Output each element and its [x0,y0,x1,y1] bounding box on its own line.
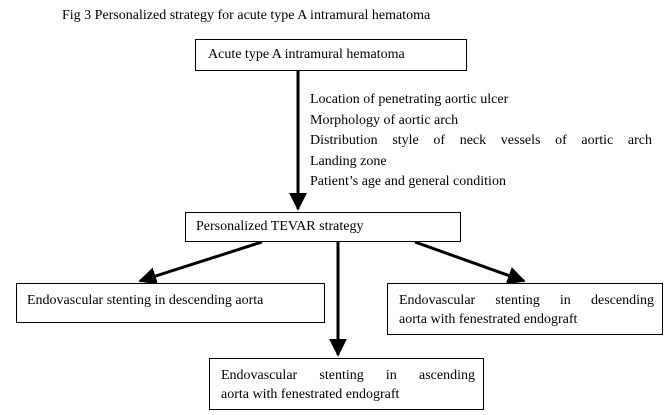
arrow-strategy-to-descending [138,240,263,285]
descending-stenting-label: Endovascular stenting in descending aort… [27,293,264,308]
criterion-item: Distribution style of neck vessels of ao… [310,133,652,148]
criterion-item: Morphology of aortic arch [310,112,459,128]
fenestrated-ascending-label-line2: aorta with fenestrated endograft [221,387,400,402]
criterion-item: Patient’s age and general condition [310,174,506,189]
strategy-node-label: Personalized TEVAR strategy [196,219,364,234]
figure-caption: Fig 3 Personalized strategy for acute ty… [62,8,431,23]
fenestrated-ascending-box: Endovascular stenting in ascending aorta… [209,358,484,410]
criterion-item: Landing zone [310,153,387,169]
fenestrated-descending-label-line2: aorta with fenestrated endograft [399,312,578,327]
arrow-strategy-to-fenestrated-descending [414,240,526,285]
criterion-item: Location of penetrating aortic ulcer [310,92,509,107]
strategy-node-box: Personalized TEVAR strategy [185,212,461,242]
root-node-box: Acute type A intramural hematoma [195,39,467,71]
descending-stenting-box: Endovascular stenting in descending aort… [16,283,325,323]
fenestrated-ascending-label-line1: Endovascular stenting in ascending [221,368,475,383]
fenestrated-descending-label-line1: Endovascular stenting in descending [399,293,654,308]
fenestrated-descending-box: Endovascular stenting in descending aort… [387,283,663,335]
root-node-label: Acute type A intramural hematoma [208,47,405,62]
selection-criteria-list: Location of penetrating aortic ulcer Mor… [310,90,652,193]
